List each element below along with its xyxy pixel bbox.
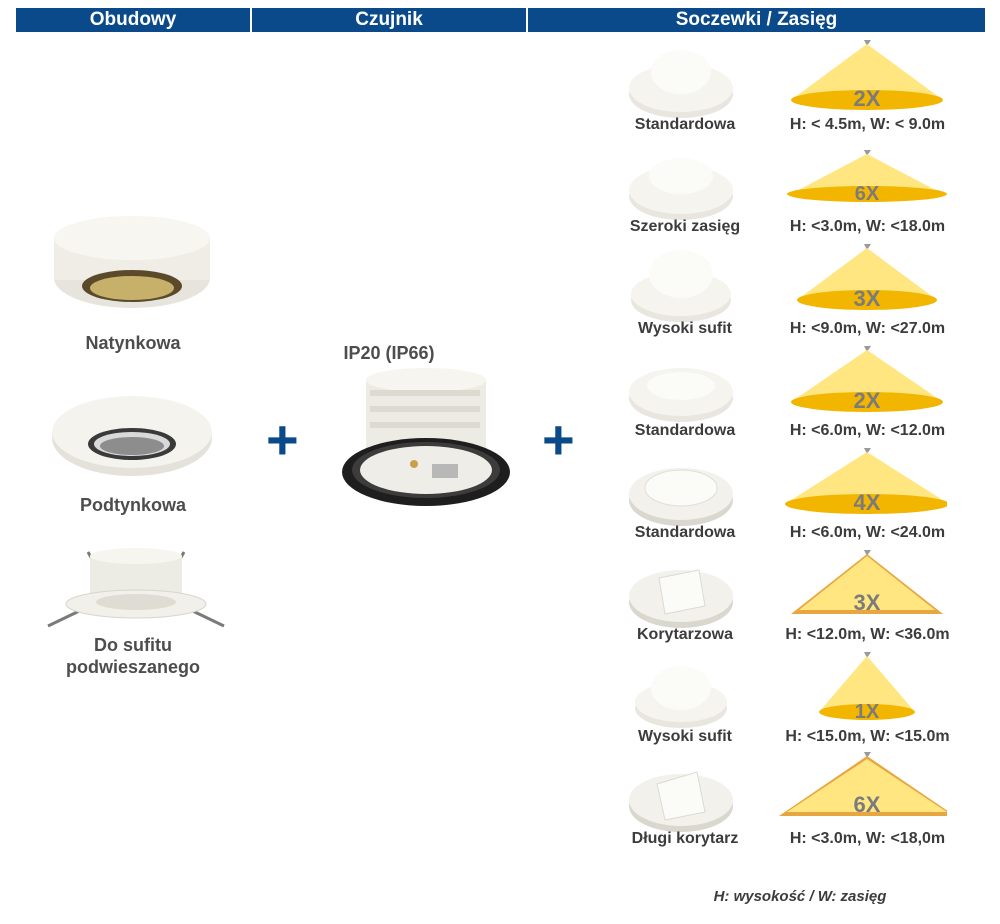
lens-row: 3X Wysoki sufit H: <9.0m, W: <27.0m — [605, 240, 985, 342]
housing-label-suspended: Do sufitu podwieszanego — [16, 634, 250, 678]
lens-name: Długi korytarz — [631, 830, 739, 847]
plus-sign-right: + — [542, 408, 575, 471]
lens-row: 2X Standardowa H: <6.0m, W: <12.0m — [605, 342, 985, 444]
lens-name: Wysoki sufit — [638, 728, 732, 745]
lens-range: H: <3.0m, W: <18,0m — [789, 830, 946, 847]
header-sensor: Czujnik — [252, 8, 526, 32]
range-factor: 6X — [855, 183, 880, 205]
lens-row: 2X Standardowa H: < 4.5m, W: < 9.0m — [605, 36, 985, 138]
lens-name: Korytarzowa — [636, 626, 734, 643]
lens-range: H: <6.0m, W: <12.0m — [789, 422, 946, 439]
header-lenses: Soczewki / Zasięg — [528, 8, 985, 32]
lens-range: H: <12.0m, W: <36.0m — [785, 626, 950, 643]
surface-mount-housing-image — [54, 216, 210, 308]
housing-label-suspended-line1: Do sufitu — [94, 635, 172, 655]
range-factor: 1X — [855, 701, 880, 723]
lens-dome-image — [629, 468, 733, 526]
coverage-cone-icon: 2X — [791, 346, 943, 413]
flush-mount-housing-image — [52, 396, 212, 476]
coverage-cone-icon: 6X — [779, 752, 947, 817]
lens-dome-image — [629, 771, 733, 832]
range-factor: 2X — [854, 388, 881, 413]
lens-dome-image — [631, 250, 731, 322]
lens-row: 6X Szeroki zasięg H: <3.0m, W: <18.0m — [605, 138, 985, 240]
lens-row: 3X Korytarzowa H: <12.0m, W: <36.0m — [605, 546, 985, 648]
housing-label-surface: Natynkowa — [85, 333, 181, 353]
coverage-cone-icon: 1X — [819, 652, 915, 723]
lens-dome-image — [635, 666, 727, 728]
lens-name: Wysoki sufit — [638, 320, 732, 337]
coverage-cone-icon: 6X — [787, 150, 947, 205]
lens-range: H: <9.0m, W: <27.0m — [789, 320, 946, 337]
lens-dome-image — [629, 368, 733, 422]
lens-dome-image — [629, 50, 733, 118]
lens-dome-image — [629, 158, 733, 220]
sensor-label: IP20 (IP66) — [343, 343, 435, 363]
lens-range: H: <3.0m, W: <18.0m — [789, 218, 946, 235]
header-housings: Obudowy — [16, 8, 250, 32]
range-factor: 3X — [854, 590, 881, 615]
lens-range: H: < 4.5m, W: < 9.0m — [789, 116, 946, 133]
coverage-cone-icon: 3X — [797, 244, 937, 311]
suspended-ceiling-housing-image — [47, 548, 225, 628]
range-factor: 3X — [854, 286, 881, 311]
lens-name: Szeroki zasięg — [629, 218, 741, 235]
plus-sign-left: + — [266, 408, 299, 471]
range-factor: 2X — [854, 86, 881, 111]
range-factor: 4X — [854, 490, 881, 515]
range-factor: 6X — [854, 792, 881, 817]
coverage-cone-icon: 4X — [785, 448, 947, 515]
lens-range: H: <6.0m, W: <24.0m — [789, 524, 946, 541]
lens-row: 6X Długi korytarz H: <3.0m, W: <18,0m — [605, 750, 985, 852]
housing-label-suspended-line2: podwieszanego — [65, 657, 200, 677]
lens-dome-image — [629, 569, 733, 628]
lens-row: 4X Standardowa H: <6.0m, W: <24.0m — [605, 444, 985, 546]
sensor-image — [342, 368, 510, 506]
lens-name: Standardowa — [634, 422, 736, 439]
coverage-cone-icon: 2X — [791, 40, 943, 111]
lens-name: Standardowa — [634, 116, 736, 133]
lens-range: H: <15.0m, W: <15.0m — [785, 728, 950, 745]
legend-text: H: wysokość / W: zasięg — [713, 888, 887, 905]
lens-row: 1X Wysoki sufit H: <15.0m, W: <15.0m — [605, 648, 985, 750]
housing-label-flush: Podtynkowa — [79, 495, 186, 515]
lens-name: Standardowa — [634, 524, 736, 541]
coverage-cone-icon: 3X — [791, 550, 943, 615]
